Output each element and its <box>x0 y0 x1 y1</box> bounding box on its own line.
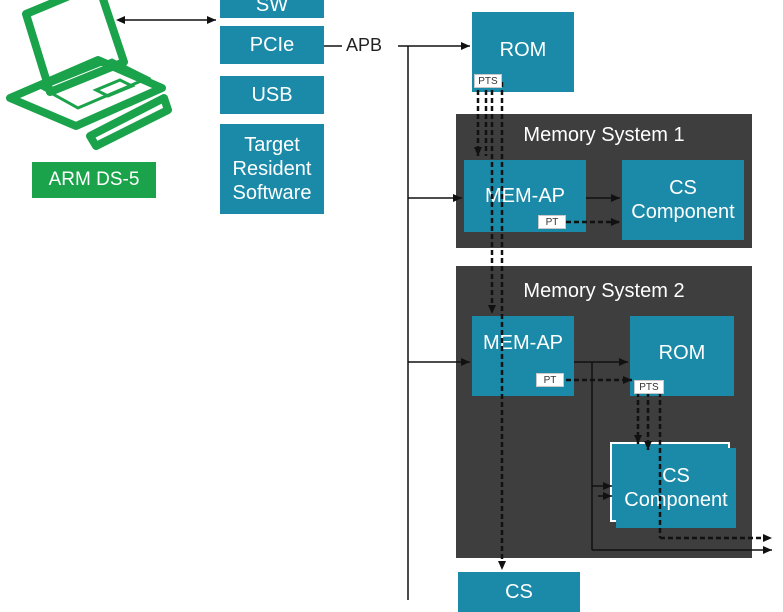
apb-bus-label: APB <box>344 35 385 56</box>
ms1-pt-tag: PT <box>538 215 566 229</box>
usb-box: USB <box>220 76 324 114</box>
memory-system-2-title: Memory System 2 <box>523 280 685 302</box>
sw-box: SW <box>220 0 324 18</box>
target-resident-software-box: Target Resident Software <box>220 124 324 214</box>
ms2-pt-tag: PT <box>536 373 564 387</box>
ms2-rom-pts-tag: PTS <box>634 380 664 394</box>
bottom-cs-box: CS <box>458 572 580 612</box>
memory-system-1-title: Memory System 1 <box>523 124 685 146</box>
arm-ds5-label: ARM DS-5 <box>32 162 156 198</box>
ms1-mem-ap-box: MEM-AP <box>464 160 586 232</box>
ms1-cs-component-box: CS Component <box>622 160 744 240</box>
ms2-cs-component-box: CS Component <box>616 448 736 528</box>
pcie-box: PCIe <box>220 26 324 64</box>
top-rom-pts-tag: PTS <box>474 74 502 88</box>
